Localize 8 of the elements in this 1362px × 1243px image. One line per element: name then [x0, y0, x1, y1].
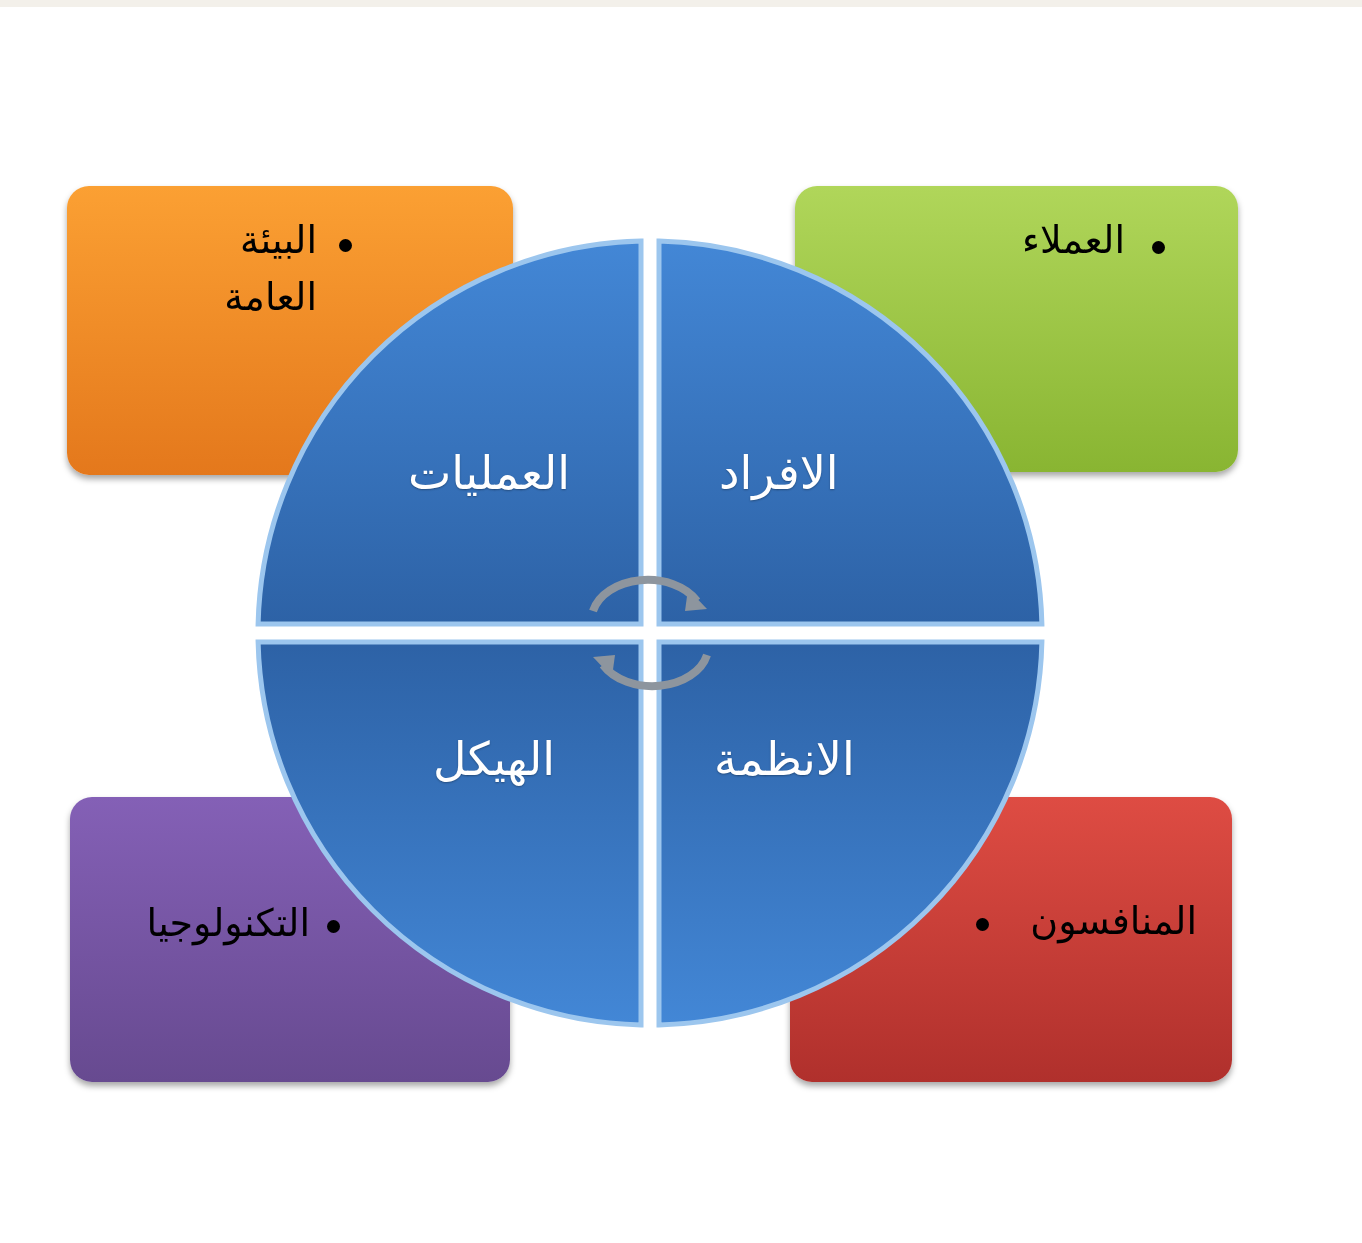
segment-label: الانظمة [714, 732, 855, 786]
card-text: العملاء [1021, 217, 1125, 264]
card-text: البيئة العامة [223, 217, 317, 321]
card-text: المنافسون [1029, 898, 1197, 946]
segment-label: الافراد [719, 446, 839, 500]
card-text: التكنولوجيا [145, 900, 310, 948]
segment-label: العمليات [408, 446, 570, 500]
segment-label: الهيكل [433, 732, 556, 786]
